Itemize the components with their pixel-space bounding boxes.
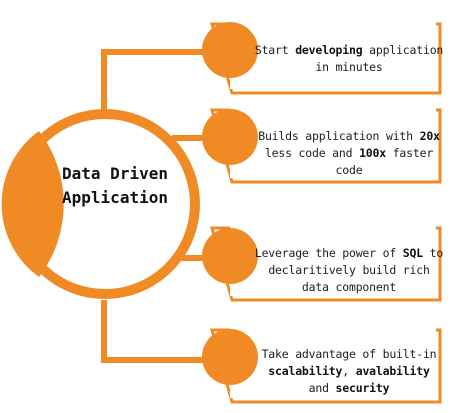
card-3-panel bbox=[230, 226, 436, 296]
card-1 bbox=[202, 22, 442, 95]
card-text-segment: 100x bbox=[359, 146, 386, 160]
card-text-segment: avalability bbox=[355, 364, 430, 378]
card-text-segment: Take advantage of built-in bbox=[261, 347, 437, 361]
card-3-text: Leverage the power of SQL to declaritive… bbox=[252, 245, 446, 296]
card-text-segment: to declaritively build rich data compone… bbox=[268, 246, 444, 294]
card-3 bbox=[202, 226, 442, 302]
hub-title-line-2: Application bbox=[62, 188, 168, 207]
card-4-text: Take advantage of built-in scalability, … bbox=[256, 346, 442, 397]
card-text-segment: Start bbox=[254, 43, 296, 57]
card-3-dot bbox=[202, 228, 258, 284]
hub-title-line-1: Data Driven bbox=[62, 164, 168, 183]
card-text-segment: Leverage the power of bbox=[254, 246, 403, 260]
connector-top bbox=[101, 49, 214, 120]
card-text-segment: SQL bbox=[402, 246, 423, 260]
card-1-panel bbox=[230, 22, 436, 89]
card-text-segment: application in minutes bbox=[315, 43, 444, 74]
card-4 bbox=[202, 328, 442, 404]
connector-bottom bbox=[101, 300, 214, 363]
card-4-dot bbox=[202, 329, 258, 385]
card-2-text: Builds application with 20x less code an… bbox=[254, 128, 444, 179]
card-2-panel bbox=[230, 108, 436, 178]
card-text-segment: faster code bbox=[335, 146, 434, 177]
card-2-dot bbox=[202, 109, 258, 165]
hub-accent-crescent bbox=[1, 131, 64, 277]
card-text-segment: 20x bbox=[419, 129, 440, 143]
hub bbox=[1, 109, 200, 299]
card-text-segment: security bbox=[335, 381, 390, 395]
card-4-panel bbox=[230, 328, 436, 398]
cards bbox=[202, 22, 442, 404]
card-1-text: Start developing application in minutes bbox=[254, 42, 444, 76]
card-text-segment: developing bbox=[295, 43, 363, 57]
card-2 bbox=[202, 108, 442, 184]
card-text-segment: , bbox=[342, 364, 356, 378]
card-text-segment: and bbox=[308, 381, 336, 395]
card-1-dot bbox=[202, 22, 258, 78]
hub-title: Data Driven Application bbox=[40, 162, 190, 210]
card-text-segment: Builds application with bbox=[258, 129, 420, 143]
card-text-segment: scalability bbox=[268, 364, 343, 378]
card-text-segment: less code and bbox=[264, 146, 360, 160]
